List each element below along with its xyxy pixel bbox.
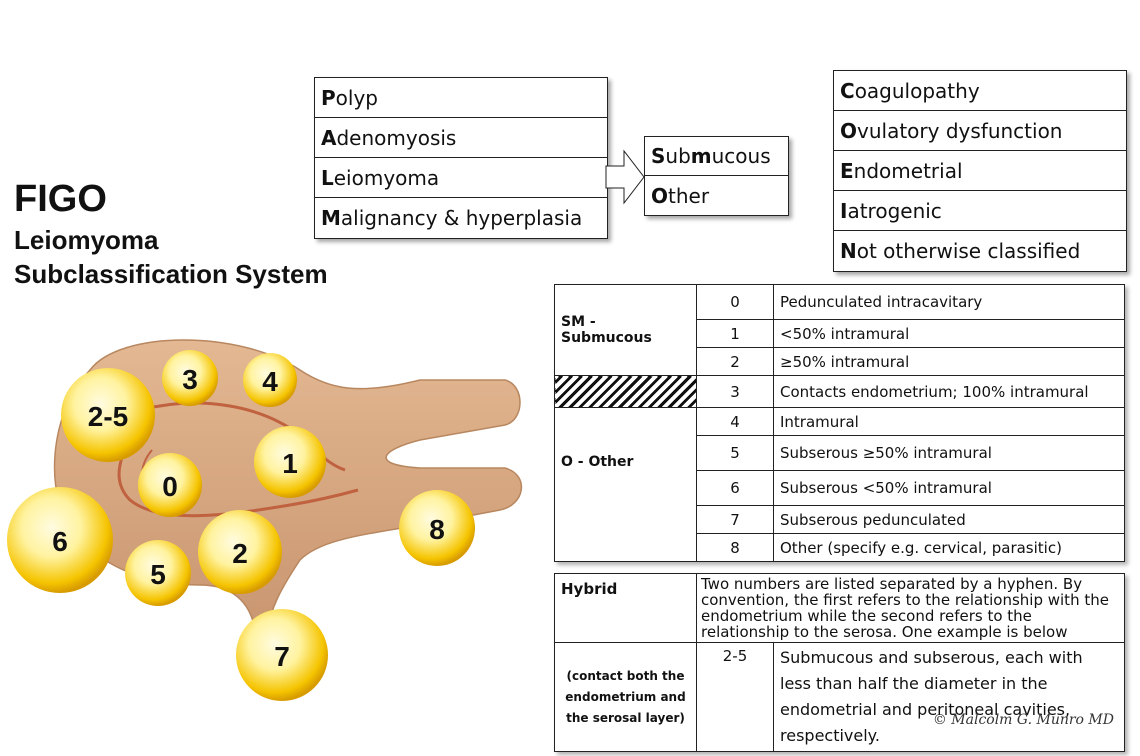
title-system: Subclassification System — [14, 259, 328, 289]
fibroid-7: 7 — [236, 609, 328, 701]
hybrid-note: Two numbers are listed separated by a hy… — [696, 573, 1125, 643]
type-desc: ≥50% intramural — [773, 347, 1125, 376]
hybrid-table: Hybrid Two numbers are listed separated … — [554, 573, 1125, 752]
type-desc: Subserous pedunculated — [773, 505, 1125, 534]
type-desc: <50% intramural — [773, 319, 1125, 348]
cavity-line — [117, 428, 359, 518]
type-num: 4 — [696, 407, 774, 436]
hybrid-label: Hybrid — [554, 573, 697, 643]
title-figo: FIGO — [14, 178, 107, 220]
fibroid-6: 6 — [7, 487, 113, 593]
fibroid-5: 5 — [125, 540, 191, 606]
fibroid-3: 3 — [162, 350, 218, 406]
type-num: 5 — [696, 435, 774, 471]
svg-text:4: 4 — [262, 366, 278, 397]
arrow-icon — [605, 149, 645, 205]
classification-table: SM - Submucous 0 Pedunculated intracavit… — [554, 284, 1125, 562]
type-num: 3 — [696, 375, 774, 408]
fibroid-1: 1 — [254, 426, 326, 498]
hatch-cell — [554, 375, 697, 408]
type-desc: Intramural — [773, 407, 1125, 436]
group-submucous: SM - Submucous — [554, 284, 697, 376]
svg-text:2-5: 2-5 — [88, 401, 128, 432]
type-num: 2 — [696, 347, 774, 376]
svg-text:6: 6 — [52, 526, 68, 557]
fibroid-2-5: 2-5 — [61, 368, 155, 462]
uterus-illustration: 2-5 3 4 1 0 6 5 2 8 7 — [7, 339, 522, 701]
type-desc: Subserous <50% intramural — [773, 470, 1125, 506]
svg-text:8: 8 — [429, 514, 445, 545]
hybrid-example-desc: Submucous and subserous, each with less … — [773, 642, 1125, 752]
svg-text:7: 7 — [274, 641, 290, 672]
copyright: © Malcolm G. Munro MD — [932, 712, 1114, 728]
hybrid-sublabel: (contact both the endometrium and the se… — [554, 642, 697, 752]
type-desc: Contacts endometrium; 100% intramural — [773, 375, 1125, 408]
type-num: 7 — [696, 505, 774, 534]
svg-text:1: 1 — [282, 448, 298, 479]
type-desc: Pedunculated intracavitary — [773, 284, 1125, 320]
svg-text:0: 0 — [162, 471, 178, 502]
svg-text:2: 2 — [232, 538, 248, 569]
type-desc: Subserous ≥50% intramural — [773, 435, 1125, 471]
hybrid-example-num: 2-5 — [696, 642, 774, 752]
type-num: 0 — [696, 284, 774, 320]
type-num: 6 — [696, 470, 774, 506]
fibroid-2: 2 — [198, 510, 282, 594]
fibroid-8: 8 — [399, 490, 475, 566]
title-leiomyoma: Leiomyoma — [14, 225, 159, 255]
type-num: 1 — [696, 319, 774, 348]
fibroid-0: 0 — [138, 453, 202, 517]
fibroid-4: 4 — [243, 353, 297, 407]
svg-text:5: 5 — [150, 559, 166, 590]
svg-text:3: 3 — [182, 364, 198, 395]
group-other: O - Other — [554, 407, 697, 562]
type-desc: Other (specify e.g. cervical, parasitic) — [773, 533, 1125, 562]
type-num: 8 — [696, 533, 774, 562]
